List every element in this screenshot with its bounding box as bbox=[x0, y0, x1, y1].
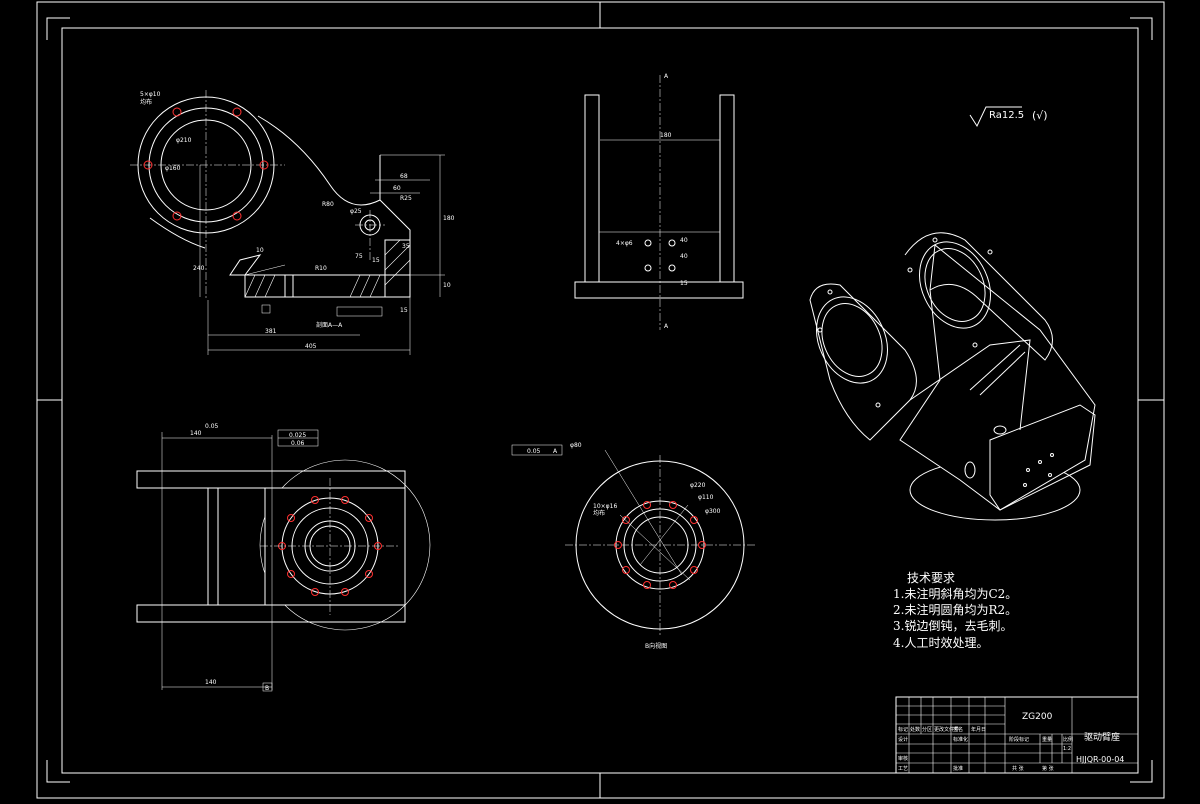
fcf-value: 0.025 bbox=[289, 432, 306, 439]
sheet-frame bbox=[36, 1, 1165, 799]
b-dim: 均布 bbox=[593, 509, 605, 517]
roughness-symbol: Ra12.5 (√) bbox=[969, 106, 1048, 128]
front-dim: 240 bbox=[193, 265, 205, 272]
b-fcf: 0.05 bbox=[527, 448, 541, 455]
tech-item: 3.锐边倒钝，去毛刺。 bbox=[893, 619, 1012, 633]
section-marker: A bbox=[664, 323, 669, 330]
tech-title: 技术要求 bbox=[907, 571, 955, 585]
front-holes-sub: 均布 bbox=[140, 98, 152, 106]
roughness-suffix: (√) bbox=[1032, 109, 1048, 122]
tb-right-footer: 共 张 bbox=[1012, 765, 1024, 772]
tb-right-footer: 第 张 bbox=[1042, 765, 1054, 772]
front-dim: 15 bbox=[400, 307, 408, 314]
front-dim: 35 bbox=[402, 243, 410, 250]
b-dim: 10×φ16 bbox=[593, 503, 617, 510]
tb-header: 分区 bbox=[922, 726, 932, 733]
front-dim: R80 bbox=[322, 201, 334, 208]
tb-header: 处数 bbox=[910, 726, 920, 733]
tb-row: 设计 bbox=[898, 736, 908, 743]
side-dim-lower: 140 bbox=[205, 679, 217, 686]
side-view: 140 0.05 140 0.025 0.06 B bbox=[136, 423, 431, 692]
side-tol-upper: 0.05 bbox=[205, 423, 219, 430]
side-bolt-holes bbox=[278, 496, 382, 596]
b-dim: φ300 bbox=[705, 508, 721, 515]
front-dim: 180 bbox=[443, 215, 455, 222]
tb-row: 审核 bbox=[898, 755, 908, 762]
tb-right-header: 重量 bbox=[1042, 736, 1052, 743]
section-marker: A bbox=[664, 73, 669, 80]
front-dim: 60 bbox=[393, 185, 401, 192]
front-dim: 381 bbox=[265, 328, 277, 335]
tb-mid: 标准化 bbox=[953, 736, 968, 743]
tech-item: 4.人工时效处理。 bbox=[893, 635, 988, 650]
fcf-value: 0.06 bbox=[291, 440, 305, 447]
top-dim: 40 bbox=[680, 237, 688, 244]
datum-letter: B bbox=[265, 685, 269, 692]
front-dim: 10 bbox=[256, 247, 264, 254]
tech-item: 2.未注明圆角均为R2。 bbox=[893, 602, 1017, 617]
tb-header: 更改文件号 bbox=[934, 726, 959, 733]
tb-row: 工艺 bbox=[898, 766, 908, 772]
b-dim: φ220 bbox=[690, 482, 706, 489]
tech-requirements: 技术要求 1.未注明斜角均为C2。 2.未注明圆角均为R2。 3.锐边倒钝，去毛… bbox=[893, 571, 1017, 650]
title-block: ZG200 驱动臂座 HJJQR-00-04 标记 处数 分区 更改文件号 签名… bbox=[895, 696, 1139, 774]
top-dim: 15 bbox=[680, 280, 688, 287]
front-dim: 68 bbox=[400, 173, 408, 180]
b-view-label: B向视图 bbox=[645, 642, 667, 650]
side-dim-upper: 140 bbox=[190, 430, 202, 437]
front-dim: φ160 bbox=[165, 165, 181, 172]
front-holes-label: 5×φ10 bbox=[140, 91, 161, 98]
b-bolt-holes bbox=[614, 501, 706, 589]
top-dim: 40 bbox=[680, 253, 688, 260]
drawing-number: HJJQR-00-04 bbox=[1076, 755, 1124, 764]
tb-header: 年月日 bbox=[971, 726, 986, 733]
b-dim: φ110 bbox=[698, 494, 714, 501]
part-name: 驱动臂座 bbox=[1084, 731, 1120, 743]
tb-scale: 1:2 bbox=[1063, 746, 1071, 752]
tb-mid: 批准 bbox=[953, 765, 963, 772]
tb-right-header: 阶段标记 bbox=[1009, 736, 1029, 743]
roughness-value: Ra12.5 bbox=[989, 110, 1024, 121]
top-dim: 4×φ6 bbox=[616, 240, 633, 247]
b-view: 0.05 A φ80 φ220 φ110 φ300 10×φ16 均布 B向视图 bbox=[511, 442, 755, 650]
b-dim: φ80 bbox=[570, 442, 582, 449]
front-dim: 405 bbox=[305, 343, 317, 350]
front-dim: 15 bbox=[372, 257, 380, 264]
front-dim: φ210 bbox=[176, 137, 192, 144]
front-dim: φ25 bbox=[350, 208, 362, 215]
tb-header: 签名 bbox=[953, 726, 963, 733]
tech-item: 1.未注明斜角均为C2。 bbox=[893, 586, 1017, 601]
material: ZG200 bbox=[1022, 712, 1053, 722]
tb-right-header: 比例 bbox=[1063, 736, 1073, 743]
isometric-view bbox=[809, 232, 1096, 521]
b-datum: A bbox=[553, 448, 558, 455]
front-dim: R25 bbox=[400, 195, 412, 202]
front-dim: 75 bbox=[355, 253, 363, 260]
top-view: 180 4×φ6 40 40 15 A A bbox=[574, 73, 744, 330]
top-dim: 180 bbox=[660, 132, 672, 139]
front-view: 5×φ10 均布 φ210 φ160 R80 φ25 R25 68 60 10 … bbox=[130, 90, 455, 355]
front-dim: R10 bbox=[315, 265, 327, 272]
section-label: 剖面A—A bbox=[316, 321, 343, 329]
front-dim: 10 bbox=[443, 282, 451, 289]
tb-header: 标记 bbox=[898, 726, 908, 733]
